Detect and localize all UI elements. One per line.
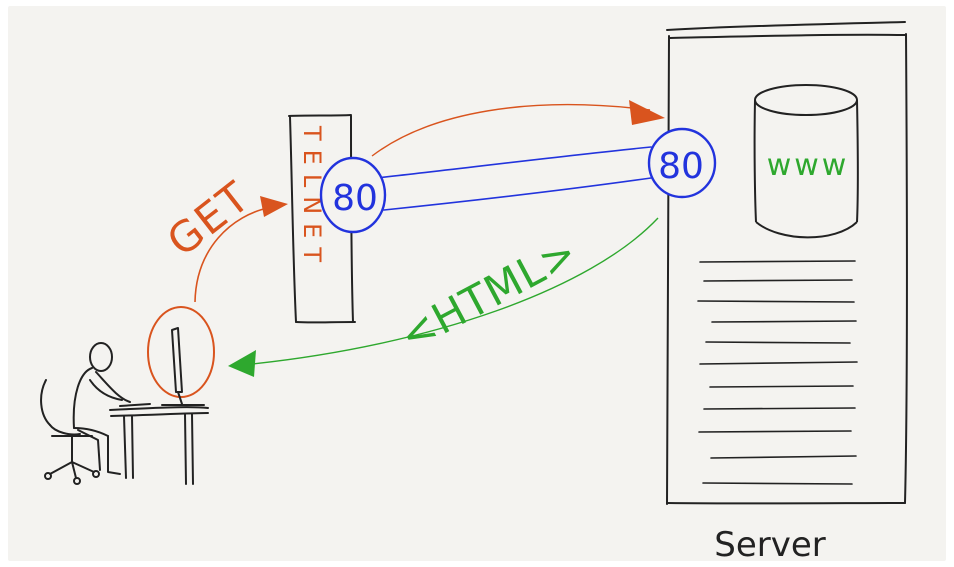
- telnet-to-server-arrow: [371, 103, 651, 157]
- port-connection: [375, 146, 652, 211]
- server-port-circle: [647, 127, 717, 199]
- server-box: [666, 21, 908, 505]
- telnet-to-server-arrowhead: [629, 100, 665, 125]
- database-label: www: [767, 148, 850, 183]
- server-port-label: 80: [658, 146, 704, 187]
- client-port-label: 80: [332, 178, 378, 219]
- client-monitor-circle: [147, 306, 215, 398]
- server-label: Server: [714, 525, 826, 565]
- server-content-lines: [697, 260, 858, 485]
- client-to-telnet-arrow: [194, 206, 273, 303]
- client-port-circle: [319, 156, 387, 234]
- paper-background: [8, 6, 946, 561]
- person-at-desk-icon: [40, 327, 209, 485]
- server-to-client-arrow: [251, 217, 659, 365]
- server-to-client-arrowhead: [228, 350, 256, 377]
- database-cylinder-icon: [753, 84, 859, 239]
- client-to-telnet-arrowhead: [260, 196, 288, 217]
